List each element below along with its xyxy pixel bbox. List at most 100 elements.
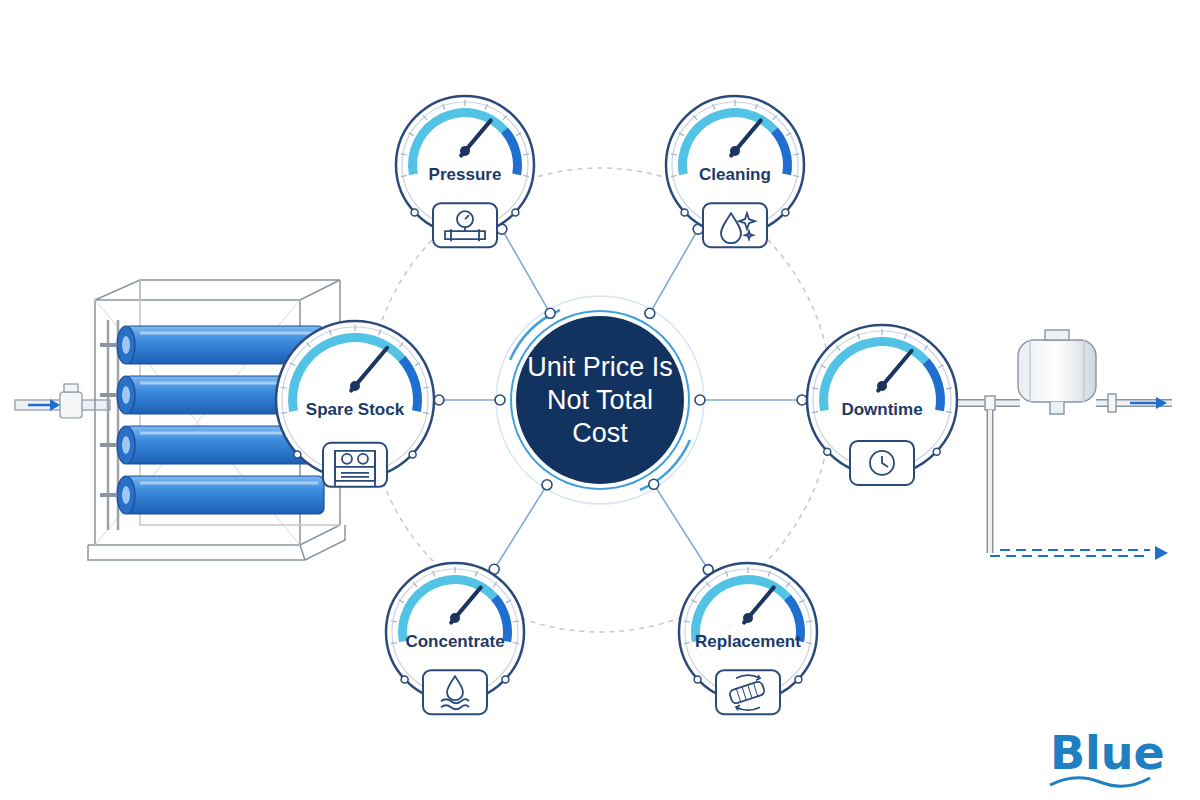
connector-line: [700, 399, 802, 401]
cost-gauge: Pressure: [395, 95, 535, 235]
connector-dot: [495, 395, 505, 405]
membrane-vessel: [122, 436, 130, 454]
gauge-outline: [379, 330, 381, 336]
membrane-vessel: [122, 336, 130, 354]
gauge-icon: [447, 676, 463, 700]
gauge-outline: [923, 358, 945, 411]
connector-line: [502, 229, 550, 313]
gauge-outline: [795, 676, 802, 683]
gauge-icon: [335, 451, 375, 481]
gauge-outline: [666, 96, 804, 247]
gauge-outline: [516, 133, 521, 136]
gauge-outline: [726, 571, 728, 577]
gauge-outline: [396, 96, 534, 247]
gauge-outline: [684, 643, 690, 644]
logo-wave: [1050, 778, 1150, 787]
gauge-outline: [409, 133, 414, 136]
gauge-outline: [401, 676, 408, 683]
gauge-outline: [793, 176, 799, 177]
gauge-outline: [771, 127, 792, 175]
product-tank: [1130, 402, 1158, 405]
gauge-label: Pressure: [395, 165, 535, 185]
gauge-icon: [721, 213, 741, 243]
product-tank: [1156, 397, 1167, 409]
connector-dot: [649, 479, 659, 489]
gauge-outline: [450, 613, 460, 623]
gauge-outline: [323, 443, 387, 487]
product-tank: [1030, 340, 1084, 402]
membrane-vessel: [100, 443, 117, 447]
inlet-pipe: [64, 384, 78, 392]
gauge-outline: [409, 451, 416, 458]
gauge-icon: [441, 676, 469, 709]
connector: [649, 479, 713, 574]
gauge-outline: [401, 176, 407, 177]
gauge-outline: [806, 621, 812, 622]
gauge-icon: [882, 456, 888, 467]
gauge-outline: [807, 325, 957, 485]
gauge-label: Spare Stock: [275, 400, 435, 420]
inlet-pipe: [60, 392, 82, 418]
cost-gauge: Spare Stock: [275, 320, 435, 480]
gauge-outline: [692, 600, 697, 603]
product-tank: [990, 555, 1150, 557]
gauge-icon: [335, 451, 375, 487]
membrane-vessel: [122, 386, 130, 404]
membrane-vessel: [122, 486, 130, 504]
gauge-icon: [729, 681, 766, 705]
product-tank: [958, 330, 1172, 560]
gauge-outline: [454, 567, 455, 573]
connector: [497, 224, 555, 318]
connector-dot: [434, 395, 444, 405]
orbit: [368, 168, 832, 632]
membrane-vessel: [100, 476, 324, 514]
membrane-vessel: [117, 426, 135, 464]
connector: [489, 480, 552, 574]
orbit: [368, 168, 832, 632]
membrane-rack: [95, 280, 340, 300]
gauge-icon: [736, 705, 760, 710]
membrane-vessel: [124, 476, 324, 514]
gauge-outline: [513, 643, 519, 644]
gauge-outline: [513, 621, 519, 622]
membrane-vessel: [100, 343, 117, 347]
gauge-icon: [870, 451, 894, 475]
membrane-vessel: [140, 332, 318, 335]
gauge-outline: [782, 209, 789, 216]
logo-wave: [1050, 778, 1150, 787]
orbit: [496, 296, 704, 504]
gauge-outline: [501, 127, 522, 175]
membrane-rack: [88, 525, 345, 560]
gauge-outline: [716, 670, 780, 714]
gauge-icon: [341, 473, 369, 477]
gauge-outline: [812, 388, 818, 389]
product-tank: [1000, 549, 1150, 551]
gauge-outline: [806, 643, 812, 644]
gauge-icon: [721, 213, 755, 243]
gauge-label: Replacement: [678, 632, 818, 652]
connector-dot: [545, 308, 555, 318]
gauge-outline: [386, 563, 524, 714]
inlet-pipe: [50, 399, 60, 411]
gauge-outline: [755, 104, 757, 110]
gauge-icon: [736, 675, 760, 680]
membrane-vessel: [140, 482, 318, 485]
gauge-icon: [445, 211, 485, 241]
gauge-outline: [290, 363, 295, 366]
connector: [434, 395, 505, 405]
gauge-outline: [411, 209, 418, 216]
gauge-outline: [391, 643, 397, 644]
gauge-icon: [445, 227, 485, 241]
brand-logo: Blue: [1050, 728, 1165, 778]
product-tank: [1155, 546, 1168, 560]
gauge-outline: [671, 154, 677, 155]
gauge-outline: [799, 600, 804, 603]
gauge-icon: [441, 699, 469, 709]
gauge-label: Concentrate: [385, 632, 525, 652]
gauge-outline: [824, 448, 831, 455]
gauge-outline: [679, 563, 817, 714]
gauge-outline: [307, 343, 311, 348]
membrane-rack: [108, 320, 118, 530]
